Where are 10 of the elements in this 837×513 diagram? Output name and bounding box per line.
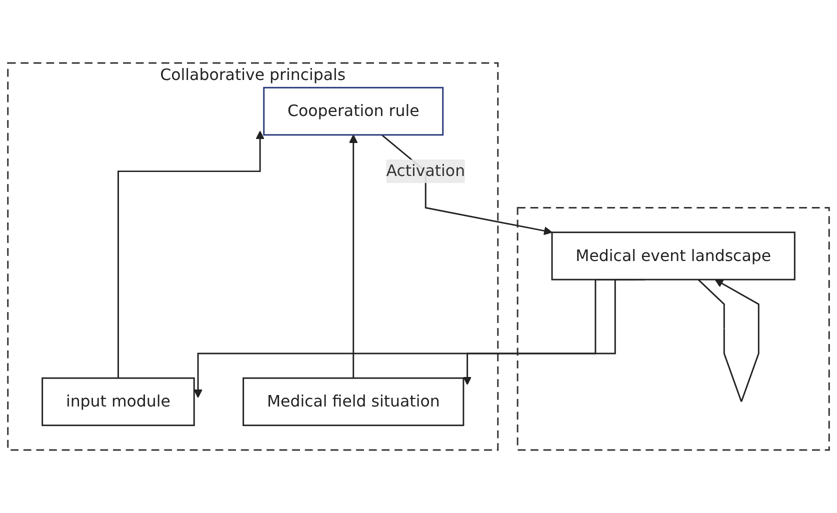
cluster [516, 207, 830, 451]
arrow [349, 134, 358, 379]
node-box: Medical field situation [242, 377, 464, 426]
arrow [381, 134, 552, 236]
node-box: Cooperation rule [263, 86, 444, 136]
arrow [698, 279, 760, 402]
arrow [117, 130, 264, 379]
node-box: Medical event landscape [551, 232, 796, 280]
edge-label: Activation [386, 161, 466, 180]
node-box: input module [42, 377, 195, 426]
